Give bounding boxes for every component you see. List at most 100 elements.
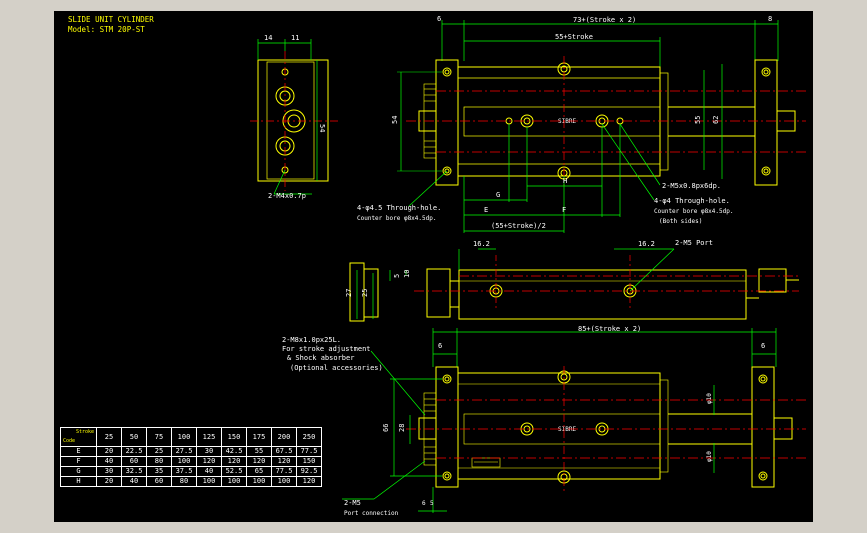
table-cell: 150 (296, 456, 322, 467)
front-dim-10: 10 (403, 270, 411, 278)
title-line1: SLIDE UNIT CYLINDER (68, 15, 154, 24)
table-cell: 100 (246, 476, 272, 487)
table-header-cell: 175 (246, 427, 272, 447)
bottom-callout-adj3: & Shock absorber (287, 354, 354, 362)
table-cell: 60 (121, 456, 147, 467)
top-dim-inner: 55+Stroke (555, 33, 593, 41)
table-header-cell: 75 (146, 427, 172, 447)
top-brand-label: SIBRE (558, 118, 576, 125)
bottom-dim-phi10b: φ10 (706, 451, 713, 462)
table-cell: 35 (146, 466, 172, 477)
side-dim-11: 11 (291, 34, 299, 42)
table-cell: 67.5 (271, 446, 297, 457)
bottom-callout-port1: 2-M5 (344, 499, 361, 507)
table-row: H 20 40 60 80 100 100 100 100 120 (60, 476, 322, 487)
bottom-dim-5: 5 (430, 500, 434, 507)
bottom-brand-label: SIBRE (558, 426, 576, 433)
bottom-dim-6-right: 6 (761, 342, 765, 350)
table-row: E 20 22.5 25 27.5 30 42.5 55 67.5 77.5 (60, 446, 322, 457)
top-callout-through-a1: 4-φ4 Through-hole. (654, 197, 730, 205)
table-cell: 120 (246, 456, 272, 467)
table-code-cell: H (60, 476, 97, 487)
stroke-code-table: Stroke Code 25 50 75 100 125 150 175 200… (60, 427, 322, 487)
table-cell: 32.5 (121, 466, 147, 477)
table-cell: 60 (146, 476, 172, 487)
table-cell: 120 (271, 456, 297, 467)
table-cell: 27.5 (171, 446, 197, 457)
top-dim-6: 6 (437, 15, 441, 23)
table-cell: 20 (96, 476, 122, 487)
front-dim-16-left: 16.2 (473, 240, 490, 248)
top-dim-54: 54 (391, 116, 399, 124)
table-cell: 22.5 (121, 446, 147, 457)
side-view: 14 11 54 2-M4x0.7p (250, 34, 338, 200)
front-dim-16-right: 16.2 (638, 240, 655, 248)
front-callout-port: 2-M5 Port (675, 239, 713, 247)
table-cell: 40 (196, 466, 222, 477)
table-code-cell: E (60, 446, 97, 457)
table-header-row: Stroke Code 25 50 75 100 125 150 175 200… (60, 427, 322, 447)
table-corner-stroke: Stroke (75, 429, 94, 435)
bottom-dim-6-left: 6 (438, 342, 442, 350)
table-cell: 100 (196, 476, 222, 487)
top-dim-e: E (484, 206, 488, 214)
table-code-cell: G (60, 466, 97, 477)
table-cell: 37.5 (171, 466, 197, 477)
top-dim-half: (55+Stroke)/2 (491, 222, 546, 230)
bottom-dim-66: 66 (382, 424, 390, 432)
table-cell: 42.5 (221, 446, 247, 457)
table-cell: 40 (121, 476, 147, 487)
table-cell: 80 (171, 476, 197, 487)
top-dim-g: G (496, 191, 500, 199)
side-dim-54: 54 (318, 124, 326, 132)
table-header-cell: 150 (221, 427, 247, 447)
bottom-dim-28: 28 (398, 424, 406, 432)
front-dim-27: 27 (345, 289, 353, 297)
top-callout-through-a3: (Both sides) (659, 218, 702, 225)
table-header-cell: 250 (296, 427, 322, 447)
table-cell: 77.5 (271, 466, 297, 477)
top-dim-f: F (562, 206, 566, 214)
table-cell: 100 (221, 476, 247, 487)
bottom-dim-overall: 85+(Stroke x 2) (578, 325, 641, 333)
top-dim-62: 62 (712, 116, 720, 124)
table-cell: 120 (296, 476, 322, 487)
table-cell: 30 (96, 466, 122, 477)
table-cell: 20 (96, 446, 122, 457)
table-cell: 100 (271, 476, 297, 487)
bottom-callout-adj1: 2-M8x1.0px25L. (282, 336, 341, 344)
table-cell: 65 (246, 466, 272, 477)
top-callout-through-a2: Counter bore φ8x4.5dp. (654, 208, 733, 215)
bottom-callout-adj4: (Optional accessories) (290, 364, 383, 372)
table-cell: 120 (196, 456, 222, 467)
front-view: 16.2 16.2 2-M5 Port 27 25 5 10 (345, 239, 799, 322)
table-cell: 77.5 (296, 446, 322, 457)
table-cell: 40 (96, 456, 122, 467)
table-header-cell: 125 (196, 427, 222, 447)
table-code-cell: F (60, 456, 97, 467)
table-cell: 52.5 (221, 466, 247, 477)
bottom-callout-adj2: For stroke adjustment (282, 345, 371, 353)
table-cell: 25 (146, 446, 172, 457)
table-header-cell: 100 (171, 427, 197, 447)
title-line2: Model: STM 20P-ST (68, 25, 145, 34)
table-cell: 55 (246, 446, 272, 457)
top-dim-h: H (563, 177, 567, 185)
cad-drawing: SLIDE UNIT CYLINDER Model: STM 20P-ST 14… (68, 15, 806, 517)
table-cell: 120 (221, 456, 247, 467)
cad-drawing-canvas[interactable]: SLIDE UNIT CYLINDER Model: STM 20P-ST 14… (54, 11, 813, 522)
bottom-view: 85+(Stroke x 2) 6 6 (282, 325, 806, 517)
top-view: 6 73+(Stroke x 2) 8 55+Stroke (357, 15, 806, 233)
table-cell: 100 (171, 456, 197, 467)
top-callout-through-b1: 4-φ4.5 Through-hole. (357, 204, 441, 212)
top-callout-through-b2: Counter bore φ8x4.5dp. (357, 215, 436, 222)
bottom-callout-port2: Port connection (344, 510, 399, 517)
bottom-dim-phi10a: φ10 (706, 393, 713, 404)
table-cell: 92.5 (296, 466, 322, 477)
table-row: F 40 60 80 100 120 120 120 120 150 (60, 456, 322, 467)
bottom-dim-6: 6 (422, 500, 426, 507)
front-dim-25: 25 (361, 289, 369, 297)
top-dim-8: 8 (768, 15, 772, 23)
top-dim-overall: 73+(Stroke x 2) (573, 16, 636, 24)
